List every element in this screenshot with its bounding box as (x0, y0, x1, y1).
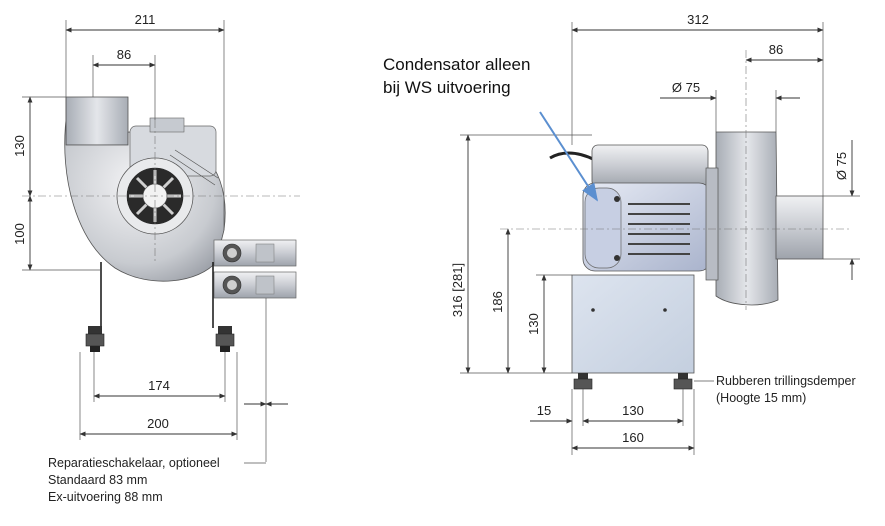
repair-switch-note-3: Ex-uitvoering 88 mm (48, 490, 163, 504)
capacitor-callout-arrow (539, 111, 598, 202)
front-dim-174: 174 (148, 378, 170, 393)
front-outlet-duct (65, 96, 129, 146)
side-dim-186: 186 (490, 291, 505, 313)
side-flange (705, 167, 719, 281)
side-foot-left (573, 373, 593, 390)
damper-label-2: (Hoogte 15 mm) (716, 391, 806, 405)
side-inlet-pipe (775, 195, 824, 260)
damper-label-1: Rubberen trillingsdemper (716, 374, 856, 388)
side-motor-top (591, 144, 709, 188)
side-foot-right (673, 373, 693, 390)
side-dim-15: 15 (537, 403, 551, 418)
side-capacitor (584, 187, 622, 269)
front-foot-left (85, 326, 105, 352)
front-view: 211 86 130 100 174 200 Reparatieschakela… (12, 12, 300, 504)
repair-switch (213, 239, 297, 299)
front-dim-86: 86 (117, 47, 131, 62)
side-dim-312: 312 (687, 12, 709, 27)
side-dim-316: 316 [281] (450, 263, 465, 317)
side-motor-cable (549, 151, 596, 162)
side-dim-d75-top: Ø 75 (672, 80, 700, 95)
capacitor-callout-1: Condensator alleen (383, 55, 530, 74)
front-dim-200: 200 (147, 416, 169, 431)
front-dim-100: 100 (12, 223, 27, 245)
side-motor-fins (628, 203, 690, 255)
side-dim-d75-side: Ø 75 (834, 152, 849, 180)
front-terminal-box (149, 117, 185, 133)
side-base-box (571, 274, 695, 374)
side-dim-86: 86 (769, 42, 783, 57)
front-dim-130: 130 (12, 135, 27, 157)
side-view: 312 86 Ø 75 Ø 75 316 [281] 186 130 (383, 12, 860, 455)
front-dim-211: 211 (135, 12, 156, 27)
front-foot-right (215, 326, 235, 352)
side-fan-housing (715, 131, 779, 306)
repair-switch-note-1: Reparatieschakelaar, optioneel (48, 456, 220, 470)
capacitor-callout-2: bij WS uitvoering (383, 78, 511, 97)
side-dim-130h: 130 (622, 403, 644, 418)
repair-switch-note-2: Standaard 83 mm (48, 473, 147, 487)
front-wire (169, 149, 219, 186)
side-dim-130v: 130 (526, 313, 541, 335)
side-dim-160: 160 (622, 430, 644, 445)
